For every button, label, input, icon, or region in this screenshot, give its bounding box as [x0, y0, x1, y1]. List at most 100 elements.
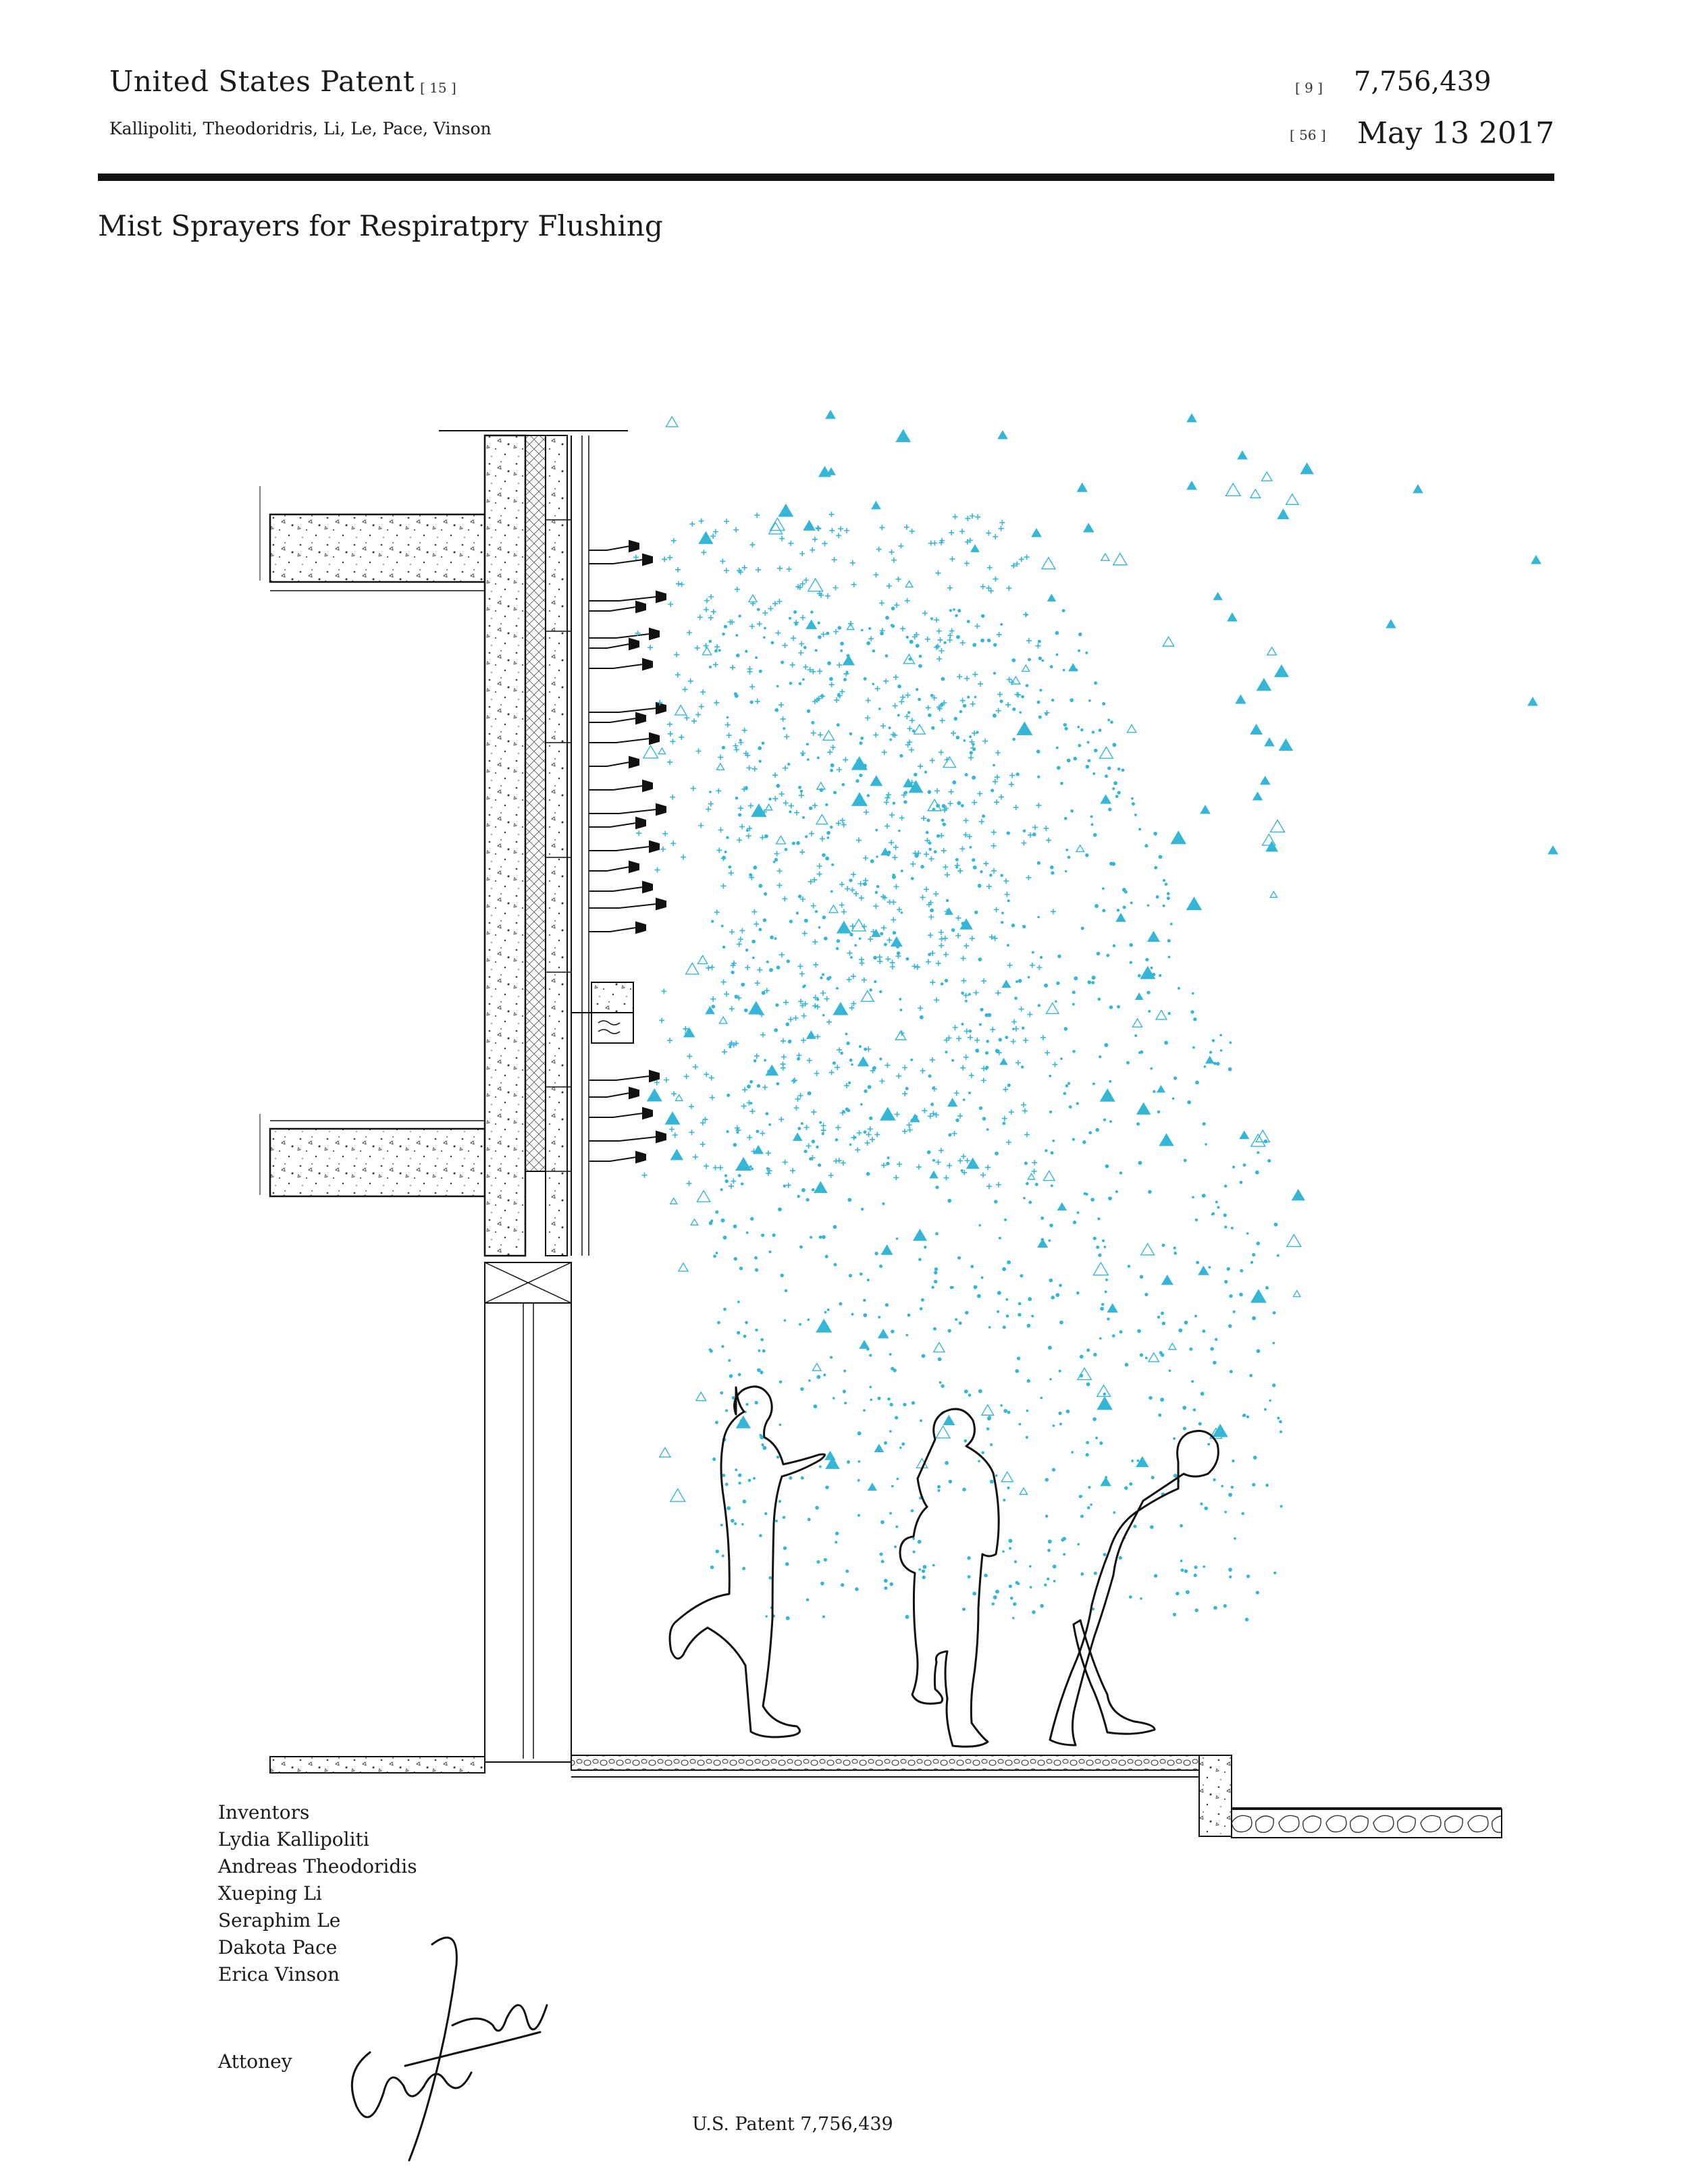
- mist-particle: [764, 988, 770, 994]
- mist-particle: [1228, 1493, 1233, 1497]
- mist-particle: [1018, 556, 1024, 562]
- mist-particle: [753, 865, 758, 870]
- mist-particle: [829, 527, 835, 533]
- mist-particle: [710, 533, 716, 539]
- mist-particle: [803, 520, 816, 531]
- mist-particle: [1250, 1260, 1254, 1264]
- mist-particle: [835, 1125, 841, 1131]
- mist-particle: [1186, 413, 1197, 423]
- mist-particle: [972, 858, 976, 862]
- mist-particle: [964, 676, 970, 682]
- mist-particle: [675, 1094, 683, 1101]
- mist-particle: [1000, 622, 1003, 626]
- mist-particle: [998, 1236, 1002, 1240]
- mist-particle: [818, 635, 822, 639]
- mist-particle: [731, 1396, 735, 1400]
- mist-particle: [812, 699, 818, 705]
- mist-particle: [924, 1246, 927, 1249]
- mist-particle: [1032, 832, 1036, 836]
- mist-particle: [1021, 695, 1024, 699]
- mist-particle: [853, 890, 859, 897]
- mist-particle: [943, 641, 947, 645]
- mist-particle: [799, 551, 806, 557]
- mist-particle: [827, 661, 831, 666]
- mist-particle: [856, 1130, 862, 1136]
- mist-particle: [1005, 1140, 1011, 1146]
- mist-particle: [828, 904, 839, 913]
- mist-particle: [1098, 1253, 1102, 1257]
- mist-particle: [698, 531, 714, 544]
- mist-particle: [840, 641, 844, 646]
- mist-particle: [930, 980, 936, 986]
- mist-particle: [1026, 1409, 1029, 1412]
- mist-particle: [1180, 1560, 1183, 1563]
- mist-particle: [787, 1039, 792, 1044]
- mist-particle: [968, 1029, 972, 1033]
- mist-particle: [863, 809, 869, 816]
- mist-particle: [937, 1357, 942, 1362]
- mist-particle: [941, 700, 947, 705]
- mist-particle: [758, 1349, 761, 1352]
- mist-particle: [751, 909, 758, 915]
- mist-particle: [841, 822, 847, 828]
- mist-particle: [903, 524, 909, 530]
- mist-particle: [1252, 1252, 1256, 1257]
- mist-particle: [966, 834, 972, 840]
- mist-particle: [1028, 1297, 1032, 1302]
- mist-particle: [1091, 981, 1095, 985]
- mist-particle: [1007, 1260, 1011, 1264]
- mist-particle: [1104, 774, 1109, 778]
- mist-particle: [1173, 1246, 1176, 1250]
- mist-particle: [1070, 809, 1074, 813]
- mist-particle: [835, 947, 839, 951]
- mist-particle: [1531, 555, 1541, 564]
- mist-particle: [1086, 1441, 1090, 1445]
- mist-particle: [1007, 1486, 1010, 1489]
- mist-particle: [648, 645, 654, 651]
- mist-particle: [912, 1537, 915, 1541]
- mist-particle: [986, 585, 992, 591]
- mist-particle: [761, 741, 765, 745]
- mist-particle: [718, 827, 724, 833]
- mist-particle: [788, 1016, 794, 1022]
- mist-particle: [941, 803, 946, 808]
- inventors-heading: Inventors: [218, 1801, 310, 1823]
- mist-particle: [903, 653, 916, 664]
- mist-particle: [880, 631, 884, 636]
- mist-particle: [934, 1267, 939, 1271]
- mist-particle: [964, 1028, 970, 1034]
- mist-particle: [929, 1170, 939, 1179]
- mist-particle: [995, 990, 1001, 996]
- mist-particle: [1012, 1028, 1015, 1031]
- mist-particle: [1129, 961, 1133, 964]
- mist-particle: [1059, 1321, 1063, 1325]
- mist-particle: [1091, 1607, 1095, 1611]
- mist-particle: [953, 1090, 959, 1096]
- mist-particle: [813, 1404, 818, 1409]
- mist-particle: [1032, 1610, 1036, 1614]
- mist-particle: [918, 1005, 924, 1011]
- mist-particle: [756, 621, 762, 627]
- mist-particle: [1076, 482, 1088, 492]
- mist-particle: [743, 1334, 747, 1338]
- mist-particle: [974, 695, 977, 699]
- mist-particle: [1155, 1009, 1168, 1020]
- mist-particle: [986, 1183, 992, 1190]
- mist-particle: [899, 626, 905, 632]
- mist-particle: [993, 533, 999, 539]
- mist-particle: [864, 1089, 868, 1093]
- mist-particle: [869, 1116, 873, 1121]
- mist-particle: [736, 837, 742, 843]
- mist-particle: [795, 911, 799, 915]
- mist-particle: [758, 928, 762, 932]
- mist-particle: [1032, 1160, 1038, 1166]
- mist-particle: [831, 863, 835, 867]
- mist-particle: [943, 951, 949, 957]
- mist-particle: [857, 1514, 861, 1517]
- mist-particle: [700, 1120, 706, 1126]
- mist-particle: [950, 730, 956, 736]
- mist-particle: [1046, 837, 1052, 843]
- mist-particle: [936, 834, 941, 838]
- mist-particle: [1119, 1330, 1123, 1334]
- mist-particle: [944, 907, 954, 915]
